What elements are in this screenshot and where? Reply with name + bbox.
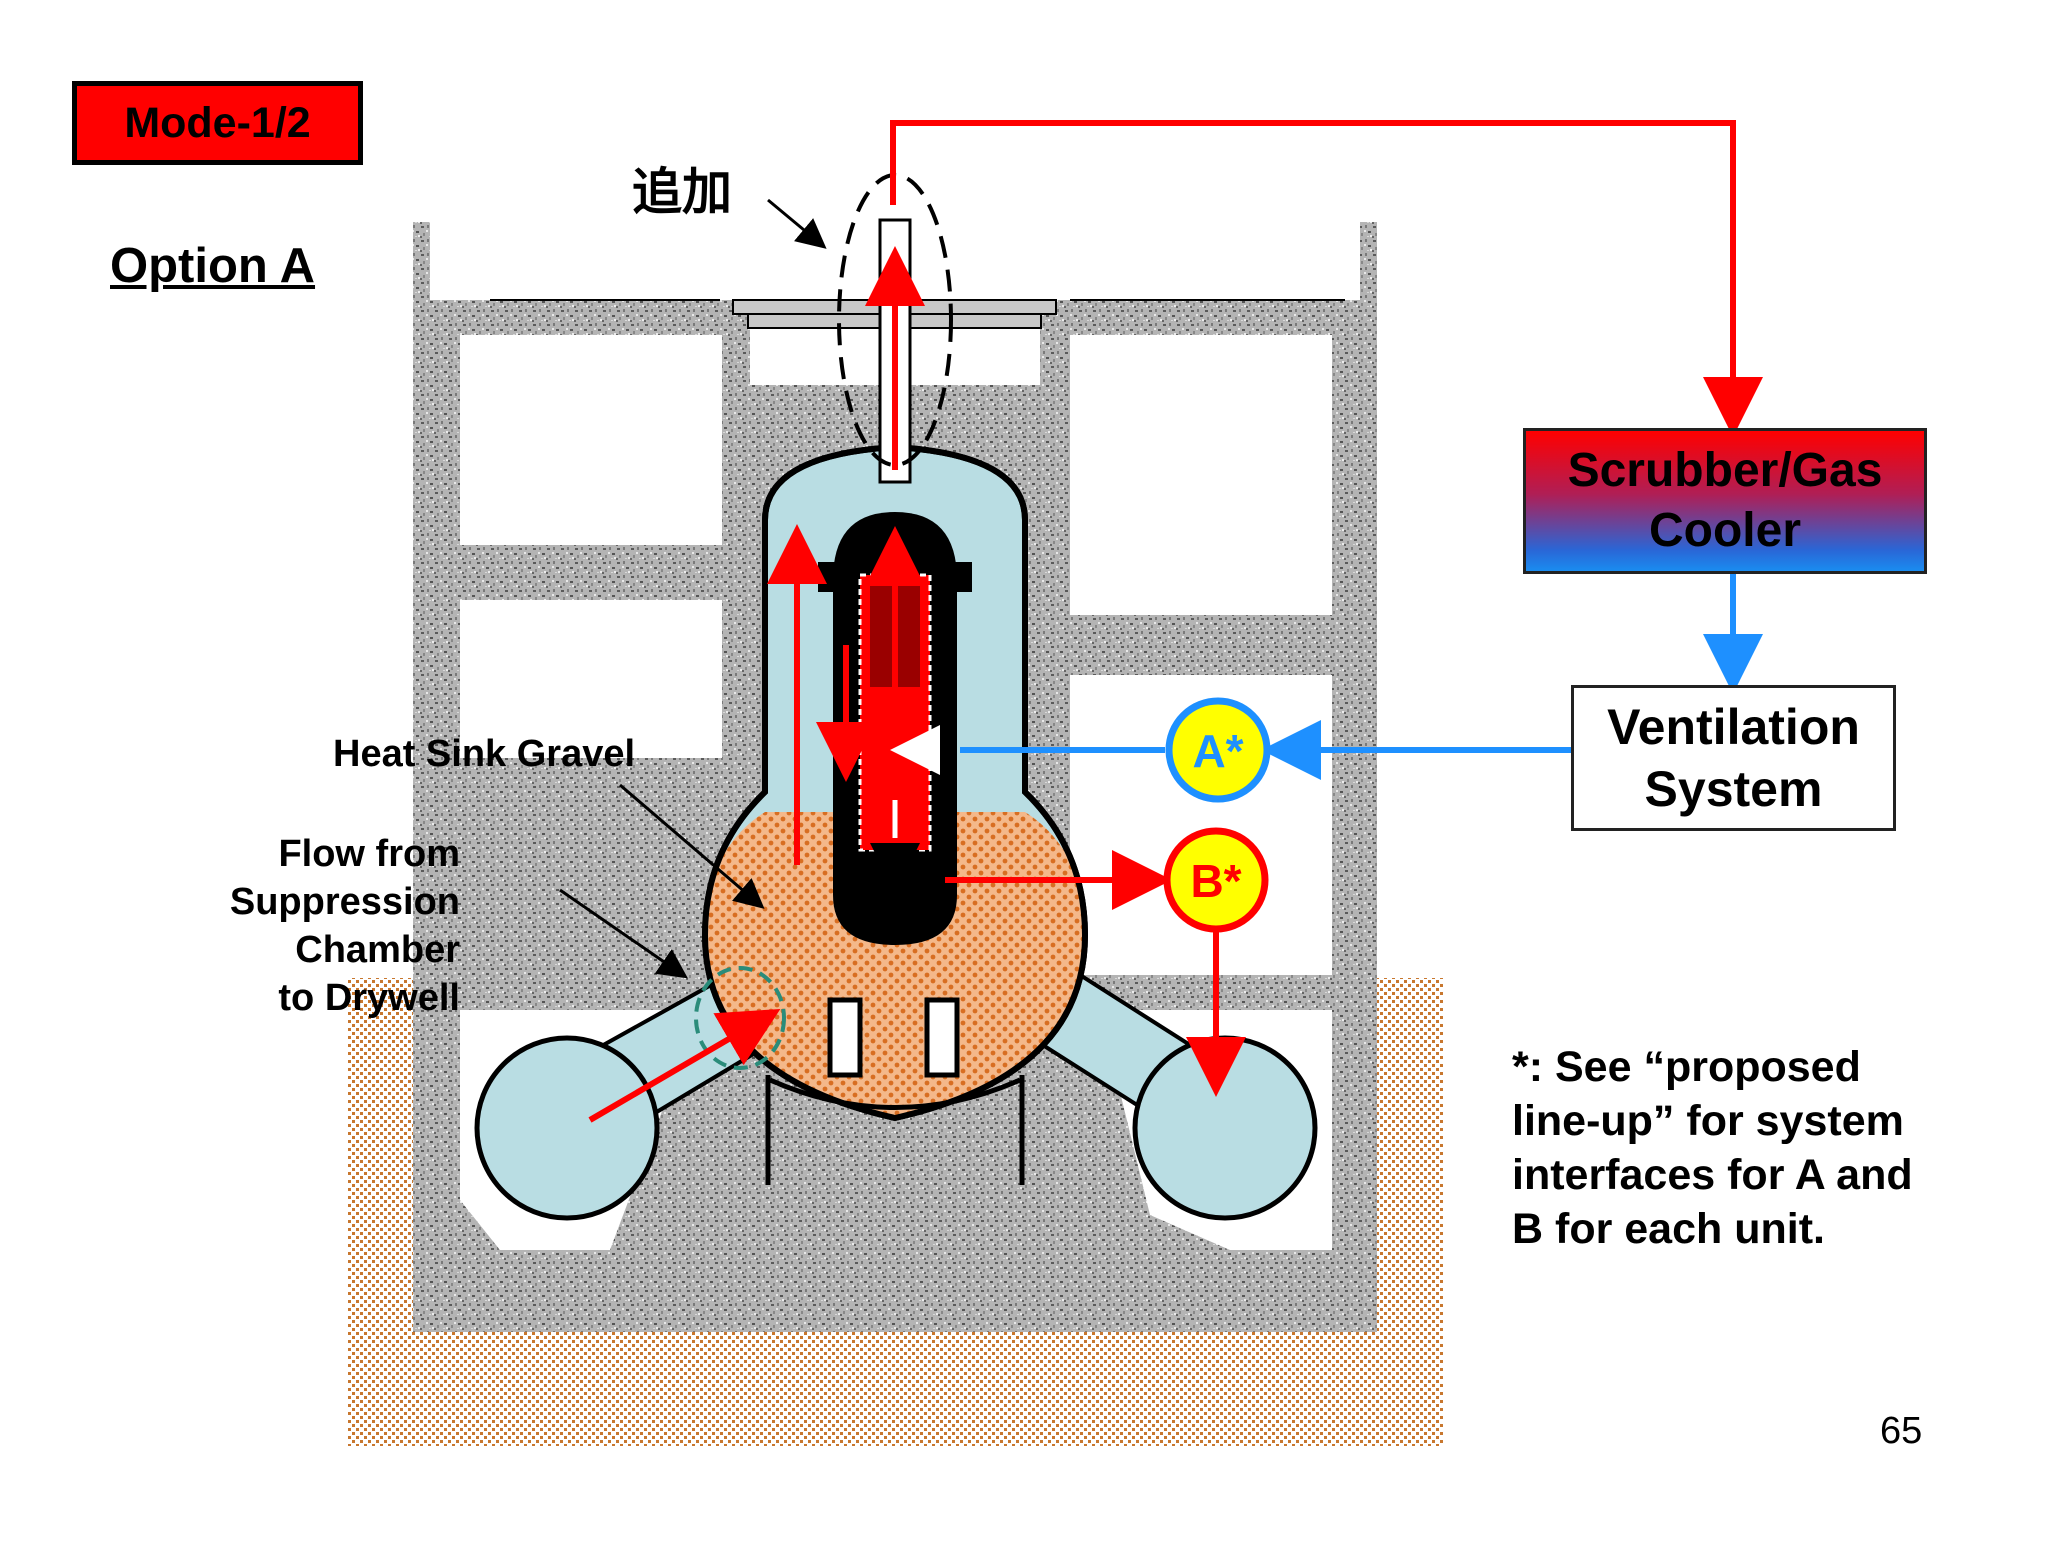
footnote-line: line-up” for system — [1512, 1097, 1904, 1145]
suppression-chamber — [474, 972, 1318, 1221]
flow-arrows — [588, 120, 1763, 1123]
inlet-highlight-circle — [694, 966, 786, 1070]
flow-label-line: to Drywell — [278, 977, 460, 1019]
port-a-label: A* — [1192, 725, 1243, 777]
ventilation-label-line: System — [1644, 761, 1823, 817]
ventilation-system-box: Ventilation System — [1571, 685, 1896, 831]
scrubber-gas-cooler-box: Scrubber/Gas Cooler — [1523, 428, 1927, 574]
vessel-pedestal — [765, 997, 1025, 1185]
page-number: 65 — [1880, 1410, 1923, 1452]
footnote-line: B for each unit. — [1512, 1205, 1825, 1253]
flow-label-line: Flow from — [278, 833, 460, 875]
scrubber-label-line: Scrubber/Gas — [1567, 444, 1883, 497]
port-b[interactable]: B* — [1163, 827, 1269, 933]
port-b-label: B* — [1190, 855, 1241, 907]
mode-badge: Mode-1/2 — [72, 81, 363, 165]
label-pointers — [559, 198, 827, 979]
ventilation-label-line: Ventilation — [1607, 699, 1860, 755]
footnote: *: See “proposed line-up” for system int… — [1512, 1040, 1992, 1256]
vent-lines — [960, 574, 1763, 780]
footnote-line: *: See “proposed — [1512, 1043, 1861, 1091]
scrubber-label-line: Cooler — [1648, 504, 1801, 557]
addition-label: 追加 — [632, 163, 732, 221]
flow-label-line: Suppression Chamber — [229, 881, 460, 971]
footnote-line: interfaces for A and — [1512, 1151, 1913, 1199]
option-title: Option A — [110, 239, 316, 293]
core-arrows — [890, 725, 940, 838]
port-a[interactable]: A* — [1165, 697, 1271, 803]
heat-sink-gravel-label: Heat Sink Gravel — [333, 733, 636, 775]
flow-label: Flow from Suppression Chamber to Drywell — [100, 830, 460, 1022]
